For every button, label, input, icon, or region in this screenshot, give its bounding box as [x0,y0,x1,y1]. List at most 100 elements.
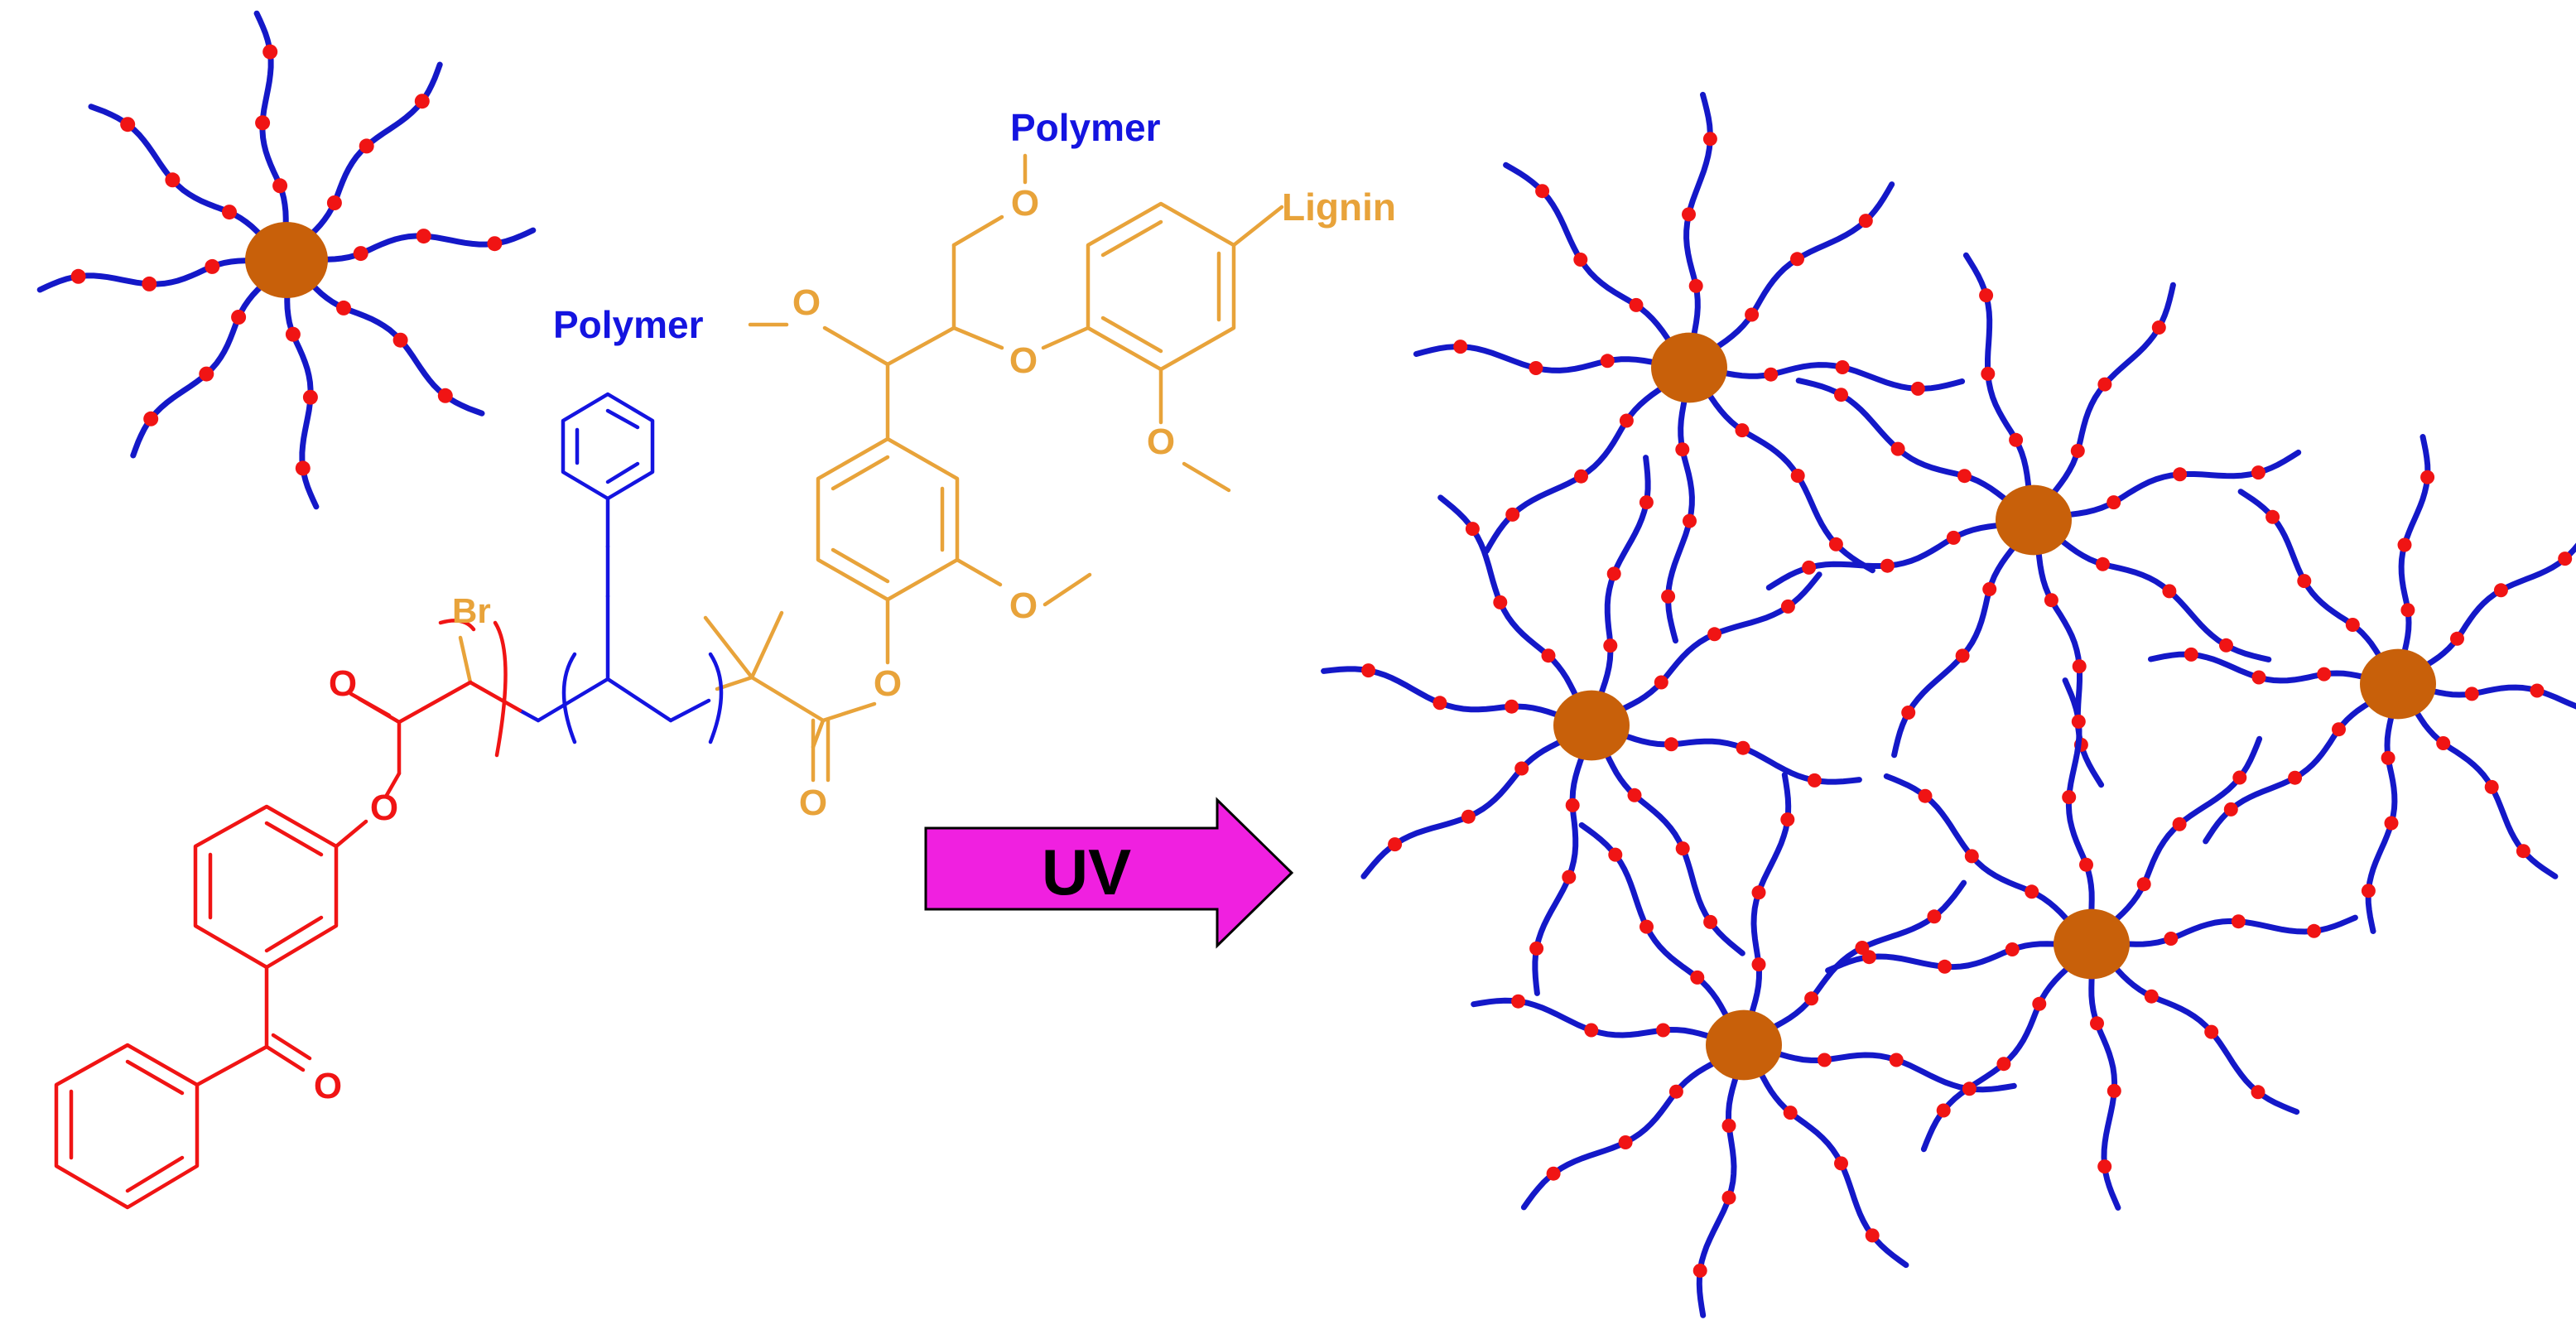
crosslink-site-dot [1834,1156,1848,1171]
crosslink-site-dot [1606,566,1621,581]
crosslink-site-dot [1918,788,1933,803]
polymer-arm [1483,364,1692,554]
crosslink-site-dot [2144,989,2159,1004]
crosslink-site-dot [2032,996,2047,1011]
crosslink-site-dot [1783,1106,1798,1120]
crosslink-site-dot [1639,495,1654,510]
crosslink-site-dot [1736,740,1750,755]
crosslink-site-dot [1834,388,1848,402]
crosslink-site-dot [1982,582,1997,596]
crosslink-site-dot [2162,584,2177,599]
crosslink-site-dot [326,195,342,210]
star-core [1651,332,1727,403]
crosslink-site-dot [1688,278,1703,293]
crosslink-site-dot [2251,465,2265,480]
crosslink-site-dot [1675,841,1690,856]
oxygen-label: O [1009,585,1038,626]
benzophenone-initiator [54,619,522,1210]
crosslink-site-dot [1565,797,1580,812]
crosslink-site-dot [2151,320,2166,335]
crosslink-site-dot [1890,441,1905,456]
crosslink-site-dot [1675,442,1690,457]
crosslink-site-dot [2232,770,2247,785]
right-arrow-icon: UV [924,797,1294,949]
crosslink-site-dot [1388,837,1403,852]
crosslink-site-dot [1764,367,1779,382]
crosslink-site-dot [1505,699,1519,714]
polymer-arm [1686,181,1895,371]
crosslink-site-dot [1936,1103,1951,1118]
uv-label: UV [1042,836,1131,908]
crosslink-site-dot [1981,366,1996,381]
crosslink-site-dot [1535,184,1550,199]
star-core [2360,648,2436,720]
polymer-arm [2030,517,2272,662]
crosslink-site-dot [2096,556,2110,571]
star-core [1553,690,1630,761]
crosslink-site-dot [1855,941,1870,955]
crosslink-site-dot [2307,923,2322,938]
polymer-arm [1588,722,1745,956]
crosslink-site-dot [231,310,247,325]
polymer-arm [2395,681,2559,879]
polymer-arm [1532,722,1595,996]
crosslink-site-dot [2204,1024,2219,1039]
polymer-arm [1520,1042,1747,1211]
crosslink-site-dot [1639,919,1654,934]
crosslink-site-dot [392,332,408,348]
crosslink-site-dot [437,388,453,403]
crosslink-site-dot [2005,942,2020,956]
polymer-arm [2088,941,2300,1115]
crosslink-site-dot [272,178,288,194]
crosslink-site-dot [2070,444,2085,458]
crosslink-site-dot [2251,670,2266,685]
polymer-arm [1471,997,1747,1048]
crosslink-site-dot [2184,647,2198,662]
polymer-arm [2395,681,2576,710]
crosslink-site-dot [1546,1166,1561,1181]
crosslink-site-dot [1453,340,1468,354]
styrene-repeat-unit [518,392,724,744]
crosslink-site-dot [1901,706,1916,720]
crosslink-site-dot [2516,844,2530,859]
crosslink-site-dot [2345,618,2360,632]
polymer-arm [2237,489,2401,687]
crosslink-site-dot [2464,686,2479,701]
crosslink-site-dot [1721,1190,1736,1205]
crosslink-site-dot [336,300,351,316]
crosslink-site-dot [1361,663,1376,678]
crosslink-site-dot [2361,884,2376,898]
crosslink-site-dot [1654,675,1668,690]
crosslink-site-dot [2097,1159,2112,1174]
crosslink-site-dot [1514,761,1529,776]
crosslink-site-dot [2384,816,2399,831]
crosslink-site-dot [2317,667,2332,682]
crosslink-site-dot [1735,423,1750,438]
crosslink-site-dot [2136,877,2151,892]
crosslink-site-dot [1692,1263,1707,1278]
polymer-arm [2203,681,2401,845]
star-core [1996,484,2072,556]
crosslink-site-dot [2484,779,2499,794]
polymer-arm [1741,1042,1909,1269]
crosslink-site-dot [1493,595,1508,609]
polymer-arm [1891,517,2037,759]
crosslink-site-dot [285,326,301,342]
crosslink-site-dot [2288,770,2303,785]
crosslink-site-dot [143,411,159,426]
lignin-label: Lignin [1282,185,1396,229]
crosslink-site-dot [2071,714,2086,729]
crosslink-site-dot [1780,599,1795,614]
crosslink-site-dot [2251,1085,2265,1100]
crosslink-site-dot [1608,847,1623,862]
polymer-arm [1883,773,2095,947]
crosslink-site-dot [2107,1083,2121,1098]
oxygen-label: O [1009,340,1038,381]
crosslink-site-dot [2530,683,2545,698]
crosslinked-network-icon [1321,91,2576,1318]
crosslink-site-dot [2558,552,2573,566]
crosslink-site-dot [2223,802,2238,817]
crosslink-site-dot [142,276,157,291]
crosslink-site-dot [1858,214,1873,229]
crosslink-site-dot [1910,381,1925,396]
